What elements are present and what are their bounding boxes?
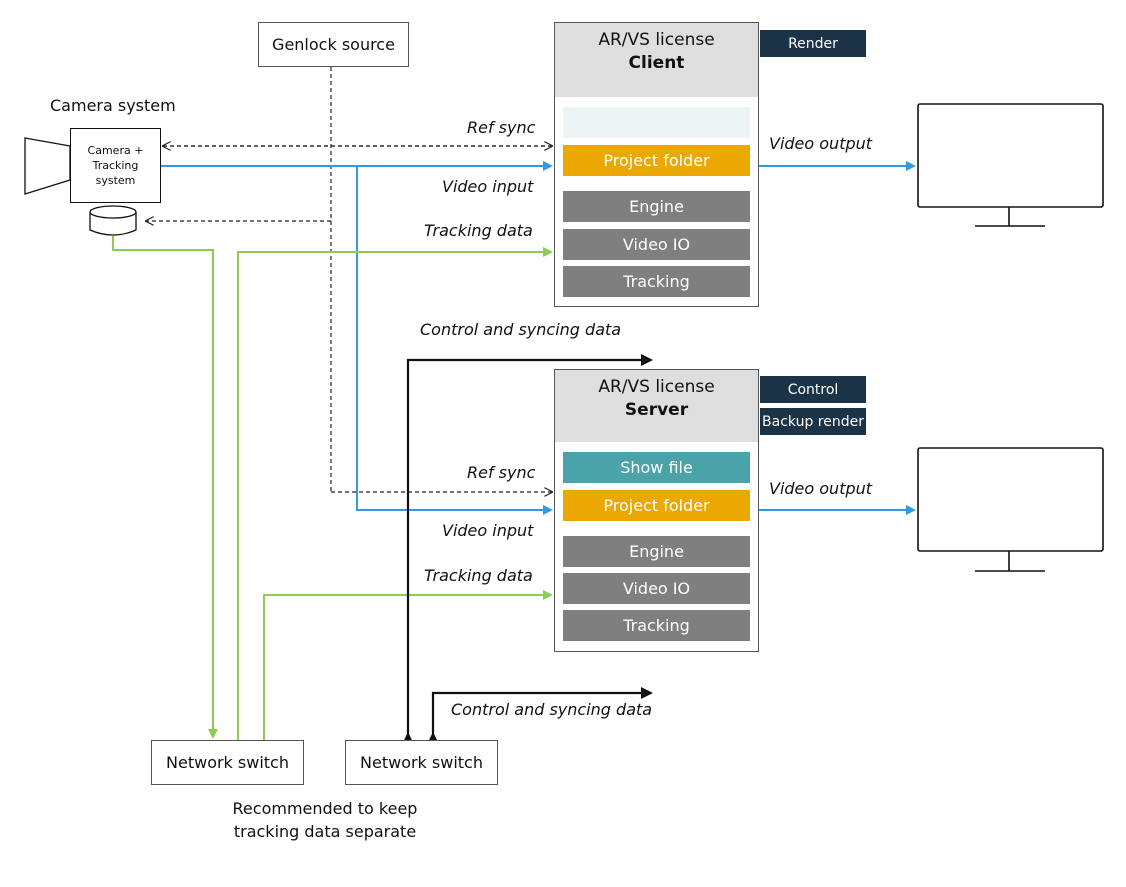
client-module-tracking: Tracking (563, 266, 750, 297)
server-license-box: AR/VS license Server Show file Project f… (554, 369, 759, 652)
monitor-icon (917, 103, 1104, 227)
server-module-engine: Engine (563, 536, 750, 567)
server-header-line2: Server (624, 400, 689, 420)
network-switch-tracking: Network switch (151, 740, 304, 785)
client-video-output-label: Video output (769, 134, 873, 153)
camera-tracking-box: Camera + Tracking system (70, 128, 161, 203)
tracking-data-lines (112, 236, 553, 742)
recommendation-note: Recommended to keep tracking data separa… (200, 797, 450, 843)
server-tracking-data-label: Tracking data (424, 566, 533, 585)
monitor-icon (917, 447, 1104, 572)
server-role-tag-control: Control (760, 376, 866, 403)
ref-sync-lines (146, 67, 552, 492)
note-line1: Recommended to keep (232, 799, 418, 818)
client-header-line2: Client (628, 53, 685, 73)
server-module-project-folder: Project folder (563, 490, 750, 521)
note-line2: tracking data separate (233, 822, 417, 841)
camera-inner-line2: Tracking (92, 159, 139, 172)
server-ref-sync-label: Ref sync (467, 463, 536, 482)
client-module-empty (563, 107, 750, 138)
client-module-project-folder: Project folder (563, 145, 750, 176)
server-module-video-io: Video IO (563, 573, 750, 604)
server-video-input-label: Video input (442, 521, 534, 540)
server-video-output-label: Video output (769, 479, 873, 498)
server-module-show-file: Show file (563, 452, 750, 483)
camera-system-title: Camera system (50, 96, 176, 115)
server-header-line1: AR/VS license (598, 377, 715, 397)
camera-inner-line3: system (95, 174, 136, 187)
network-switch-label: Network switch (360, 753, 483, 772)
client-role-tag: Render (760, 30, 866, 57)
client-header: AR/VS license Client (555, 23, 758, 97)
genlock-source-box: Genlock source (258, 22, 409, 67)
server-role-tag-backup-render: Backup render (760, 408, 866, 435)
server-header: AR/VS license Server (555, 370, 758, 442)
server-control-sync-label: Control and syncing data (451, 700, 653, 719)
client-module-video-io: Video IO (563, 229, 750, 260)
client-ref-sync-label: Ref sync (467, 118, 536, 137)
client-control-sync-label: Control and syncing data (420, 320, 622, 339)
genlock-source-label: Genlock source (272, 35, 395, 54)
control-sync-lines (402, 354, 653, 744)
server-module-tracking: Tracking (563, 610, 750, 641)
client-tracking-data-label: Tracking data (424, 221, 533, 240)
network-switch-label: Network switch (166, 753, 289, 772)
client-header-line1: AR/VS license (598, 30, 715, 50)
client-license-box: AR/VS license Client Project folder Engi… (554, 22, 759, 307)
client-module-engine: Engine (563, 191, 750, 222)
video-output-lines (759, 161, 916, 515)
network-switch-control: Network switch (345, 740, 498, 785)
client-video-input-label: Video input (442, 177, 534, 196)
camera-inner-line1: Camera + (87, 144, 144, 157)
camera-lens-icon (24, 137, 71, 195)
